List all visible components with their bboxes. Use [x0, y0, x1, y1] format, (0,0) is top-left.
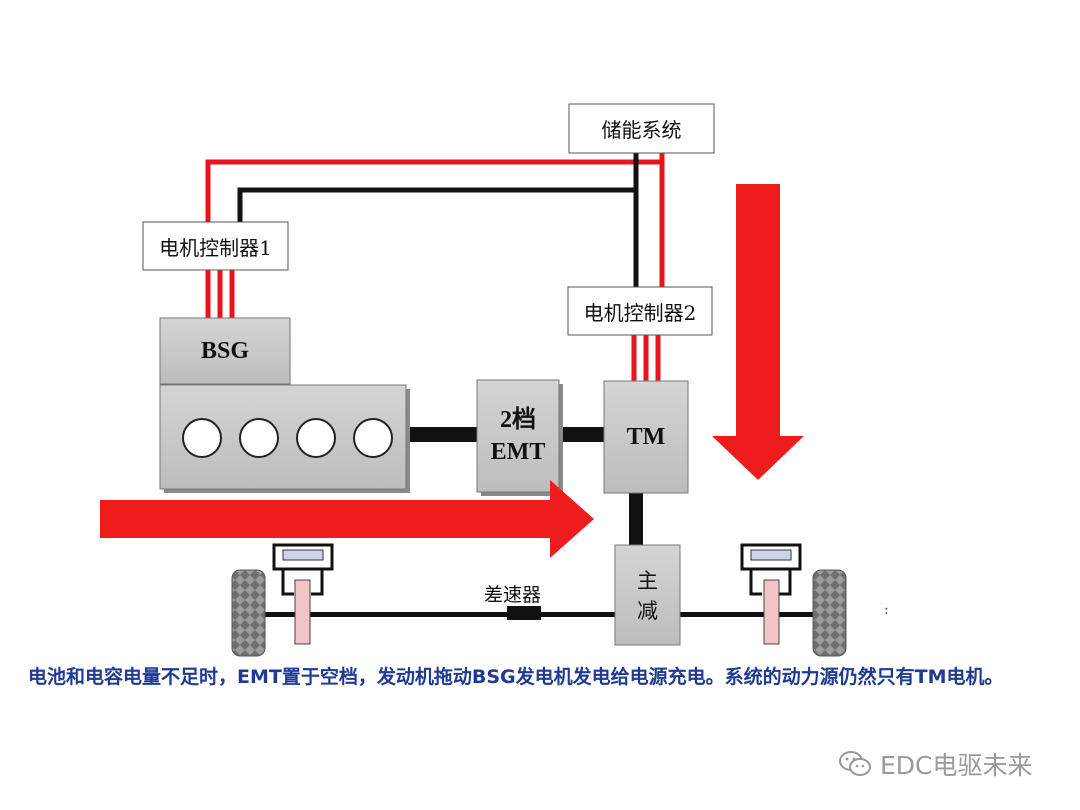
left-tire: [231, 569, 266, 657]
emt-label: 2档 EMT: [477, 400, 559, 472]
right-tire: [812, 569, 847, 657]
controller2-box: [567, 286, 713, 336]
controller1-box: [142, 221, 289, 271]
cylinder-1: [182, 418, 222, 458]
storage-box: [568, 103, 715, 154]
power-lines: [205, 152, 665, 382]
emt-label-line1: 2档: [500, 407, 536, 433]
bsg-label: BSG: [200, 337, 250, 364]
left-suspension-arms-2: [311, 569, 324, 596]
right-suspension-inner: [750, 549, 792, 561]
final-drive-box: [614, 544, 681, 646]
final-drive-label-line2: 减: [637, 599, 658, 623]
bsg-box: [159, 317, 291, 385]
controller1-label: 电机控制器1: [159, 235, 272, 260]
left-suspension-arms: [281, 569, 294, 596]
wechat-icon: [839, 751, 871, 776]
final-drive-label-line1: 主: [637, 569, 658, 593]
emt-tm-shaft: [560, 427, 606, 442]
signal-lines: [237, 152, 639, 288]
emt-label-line2: EMT: [490, 439, 546, 465]
cylinder-2: [239, 418, 279, 458]
final-drive-label: 主 减: [615, 558, 680, 634]
left-strut: [294, 579, 311, 645]
differential-block: [507, 606, 541, 620]
differential-label: 差速器: [484, 584, 542, 606]
tm-final-drive-shaft: [629, 493, 643, 545]
signal-line-controller1: [237, 187, 636, 222]
watermark-text: EDC电驱未来: [880, 751, 1033, 780]
emt-box: [476, 379, 560, 493]
right-strut: [763, 579, 780, 645]
stray-mark: :: [884, 602, 889, 618]
tm-label: TM: [626, 423, 666, 450]
storage-label: 储能系统: [601, 118, 682, 142]
right-suspension-arms: [749, 569, 762, 596]
vertical-flow-arrow: [712, 184, 804, 480]
controller2-label: 电机控制器2: [583, 300, 697, 325]
watermark: EDC电驱未来: [838, 744, 1033, 784]
left-wheel-assembly: [231, 543, 334, 657]
right-suspension-arms-2: [779, 569, 792, 596]
tm-box: [603, 380, 689, 494]
horizontal-flow-arrow: [100, 480, 594, 558]
power-line-storage-to-controller1: [205, 152, 665, 222]
shafts: [264, 427, 814, 620]
left-suspension-inner: [282, 549, 324, 561]
engine-cylinders: [182, 418, 393, 458]
engine-emt-shaft: [407, 427, 479, 442]
cylinder-4: [353, 418, 393, 458]
right-wheel-assembly: [740, 543, 847, 657]
caption-text: 电池和电容电量不足时，EMT置于空档，发动机拖动BSG发电机发电给电源充电。系统…: [28, 666, 1004, 688]
cylinder-3: [296, 418, 336, 458]
